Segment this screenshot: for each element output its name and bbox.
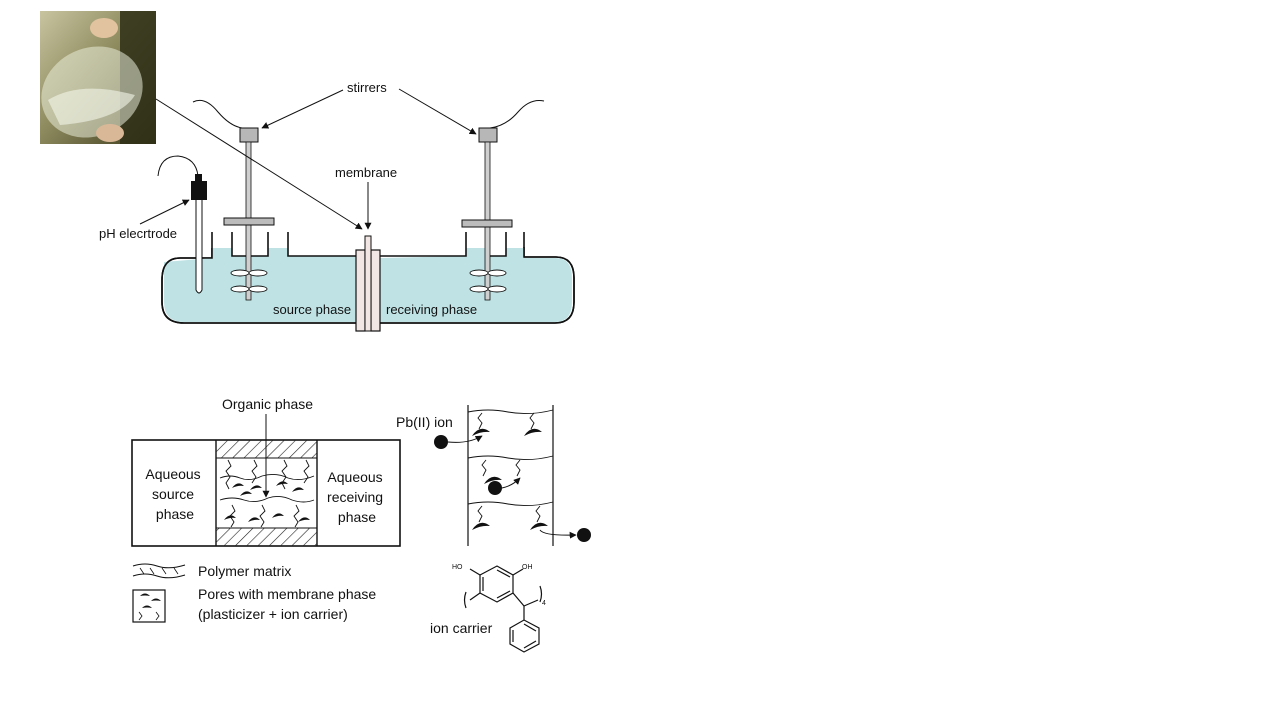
legend-polymer: Polymer matrix — [132, 563, 291, 579]
pb-ion-bound — [488, 481, 502, 495]
membrane-plate-right — [370, 249, 381, 332]
aqueous-source-label: Aqueous source phase — [145, 466, 204, 522]
legend-pores-label-2: (plasticizer + ion carrier) — [198, 606, 348, 622]
pb-ion-label: Pb(II) ion — [396, 414, 453, 430]
stirrers-arrow-right — [398, 88, 477, 135]
ion-carrier-label: ion carrier — [430, 620, 493, 636]
stirrers-label: stirrers — [347, 80, 387, 95]
ph-arrow — [139, 199, 190, 225]
stirrer-right — [461, 100, 545, 301]
transport-carriers — [472, 428, 548, 530]
legend-polymer-label: Polymer matrix — [198, 563, 291, 579]
photo-to-membrane-arrow — [155, 98, 363, 230]
legend-pores-label-1: Pores with membrane phase — [198, 586, 376, 602]
transport-scheme: Pb(II) ion — [396, 405, 591, 546]
ph-electrode-label: pH elecrtrode — [99, 226, 177, 241]
membrane-photo — [40, 11, 156, 144]
organic-phase-label: Organic phase — [222, 396, 313, 412]
membrane-scheme: Organic phase Aqueous source phase Aqueo… — [131, 396, 401, 623]
liquid-receiving — [380, 248, 572, 322]
pb-ion-released — [577, 528, 591, 542]
stirrers-arrow-left — [261, 89, 344, 129]
aqueous-receiving-label: Aqueous receiving phase — [327, 469, 387, 525]
membrane-sheet — [364, 235, 372, 332]
stirrer-left — [192, 99, 275, 301]
pore-strands — [219, 459, 315, 528]
subscript-4: 4 — [542, 600, 546, 607]
pb-ion-incoming — [434, 435, 448, 449]
ion-carriers — [224, 481, 310, 522]
ph-electrode — [157, 155, 207, 294]
ion-carrier-structure — [463, 565, 543, 653]
oh-label: OH — [522, 564, 533, 571]
membrane-label: membrane — [335, 165, 397, 180]
apparatus-diagram: stirrers membrane pH elecrtrode source p… — [99, 80, 575, 332]
legend-pores: Pores with membrane phase (plasticizer +… — [132, 586, 376, 623]
source-phase-label: source phase — [273, 302, 351, 317]
membrane-plate-left — [355, 249, 366, 332]
ho-label: HO — [452, 564, 463, 571]
liquid-source — [164, 248, 356, 322]
receiving-phase-label: receiving phase — [386, 302, 477, 317]
